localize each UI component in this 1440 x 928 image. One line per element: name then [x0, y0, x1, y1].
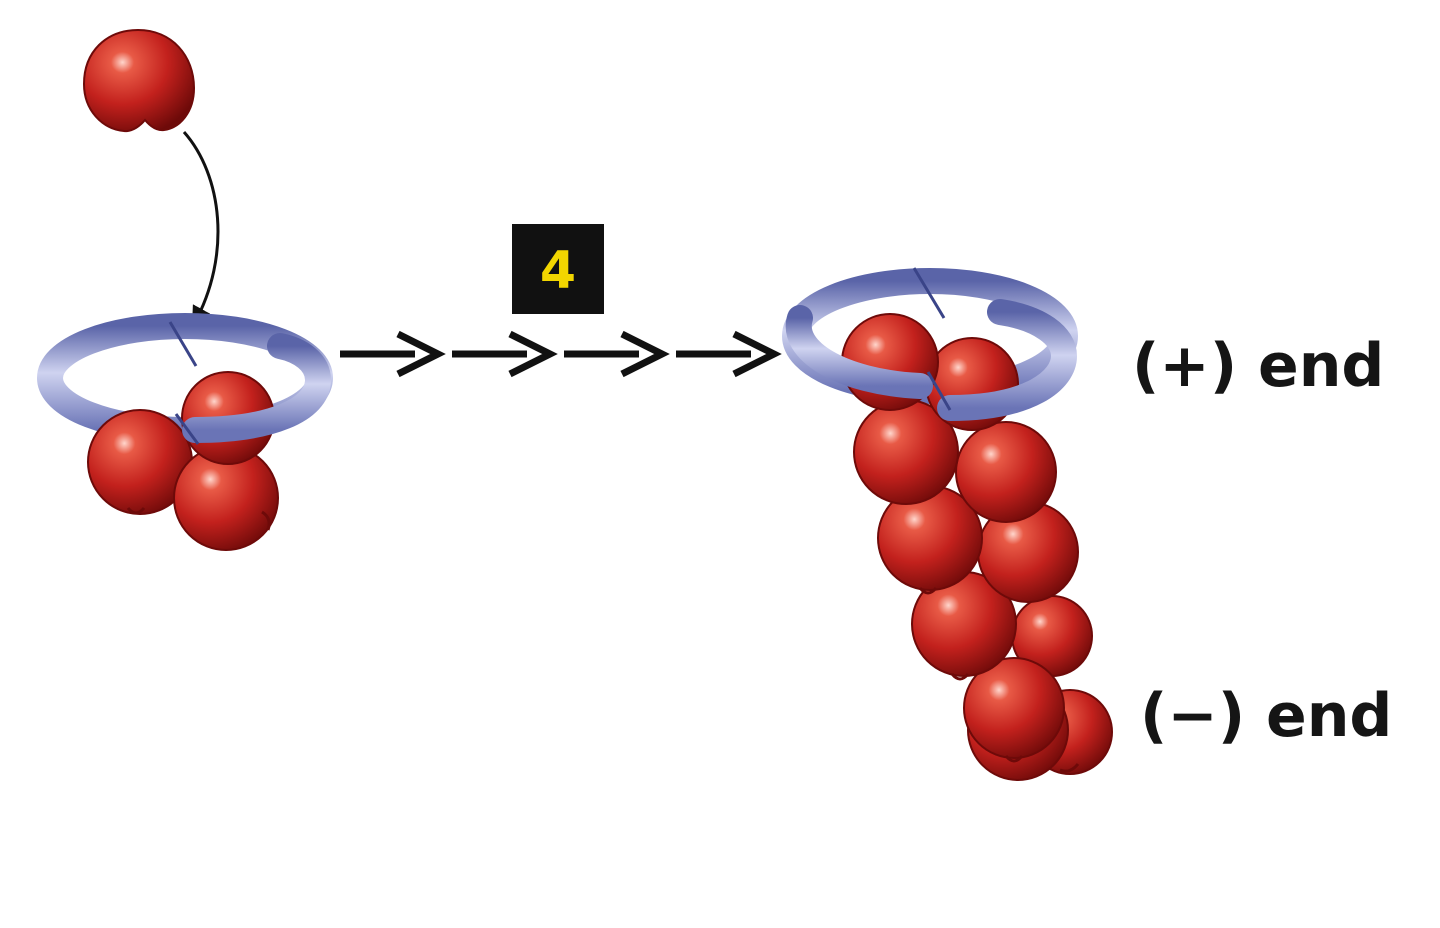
arrow: [564, 330, 670, 378]
seed-subunit: [87, 409, 193, 515]
nucleating-ring-complex: [37, 313, 333, 551]
arrow: [676, 330, 782, 378]
arrow: [340, 330, 446, 378]
filament-subunit: [963, 657, 1065, 759]
filament-subunit: [955, 421, 1057, 523]
minus-end-label: (−) end: [1140, 681, 1392, 751]
growing-filament: [782, 267, 1113, 781]
free-subunit: [82, 28, 196, 133]
step-number: 4: [540, 241, 576, 301]
arrow: [452, 330, 558, 378]
reaction-arrows: [340, 330, 782, 378]
plus-end-label: (+) end: [1132, 331, 1384, 401]
step-badge: 4: [512, 224, 604, 314]
binding-arrow: [182, 131, 220, 328]
